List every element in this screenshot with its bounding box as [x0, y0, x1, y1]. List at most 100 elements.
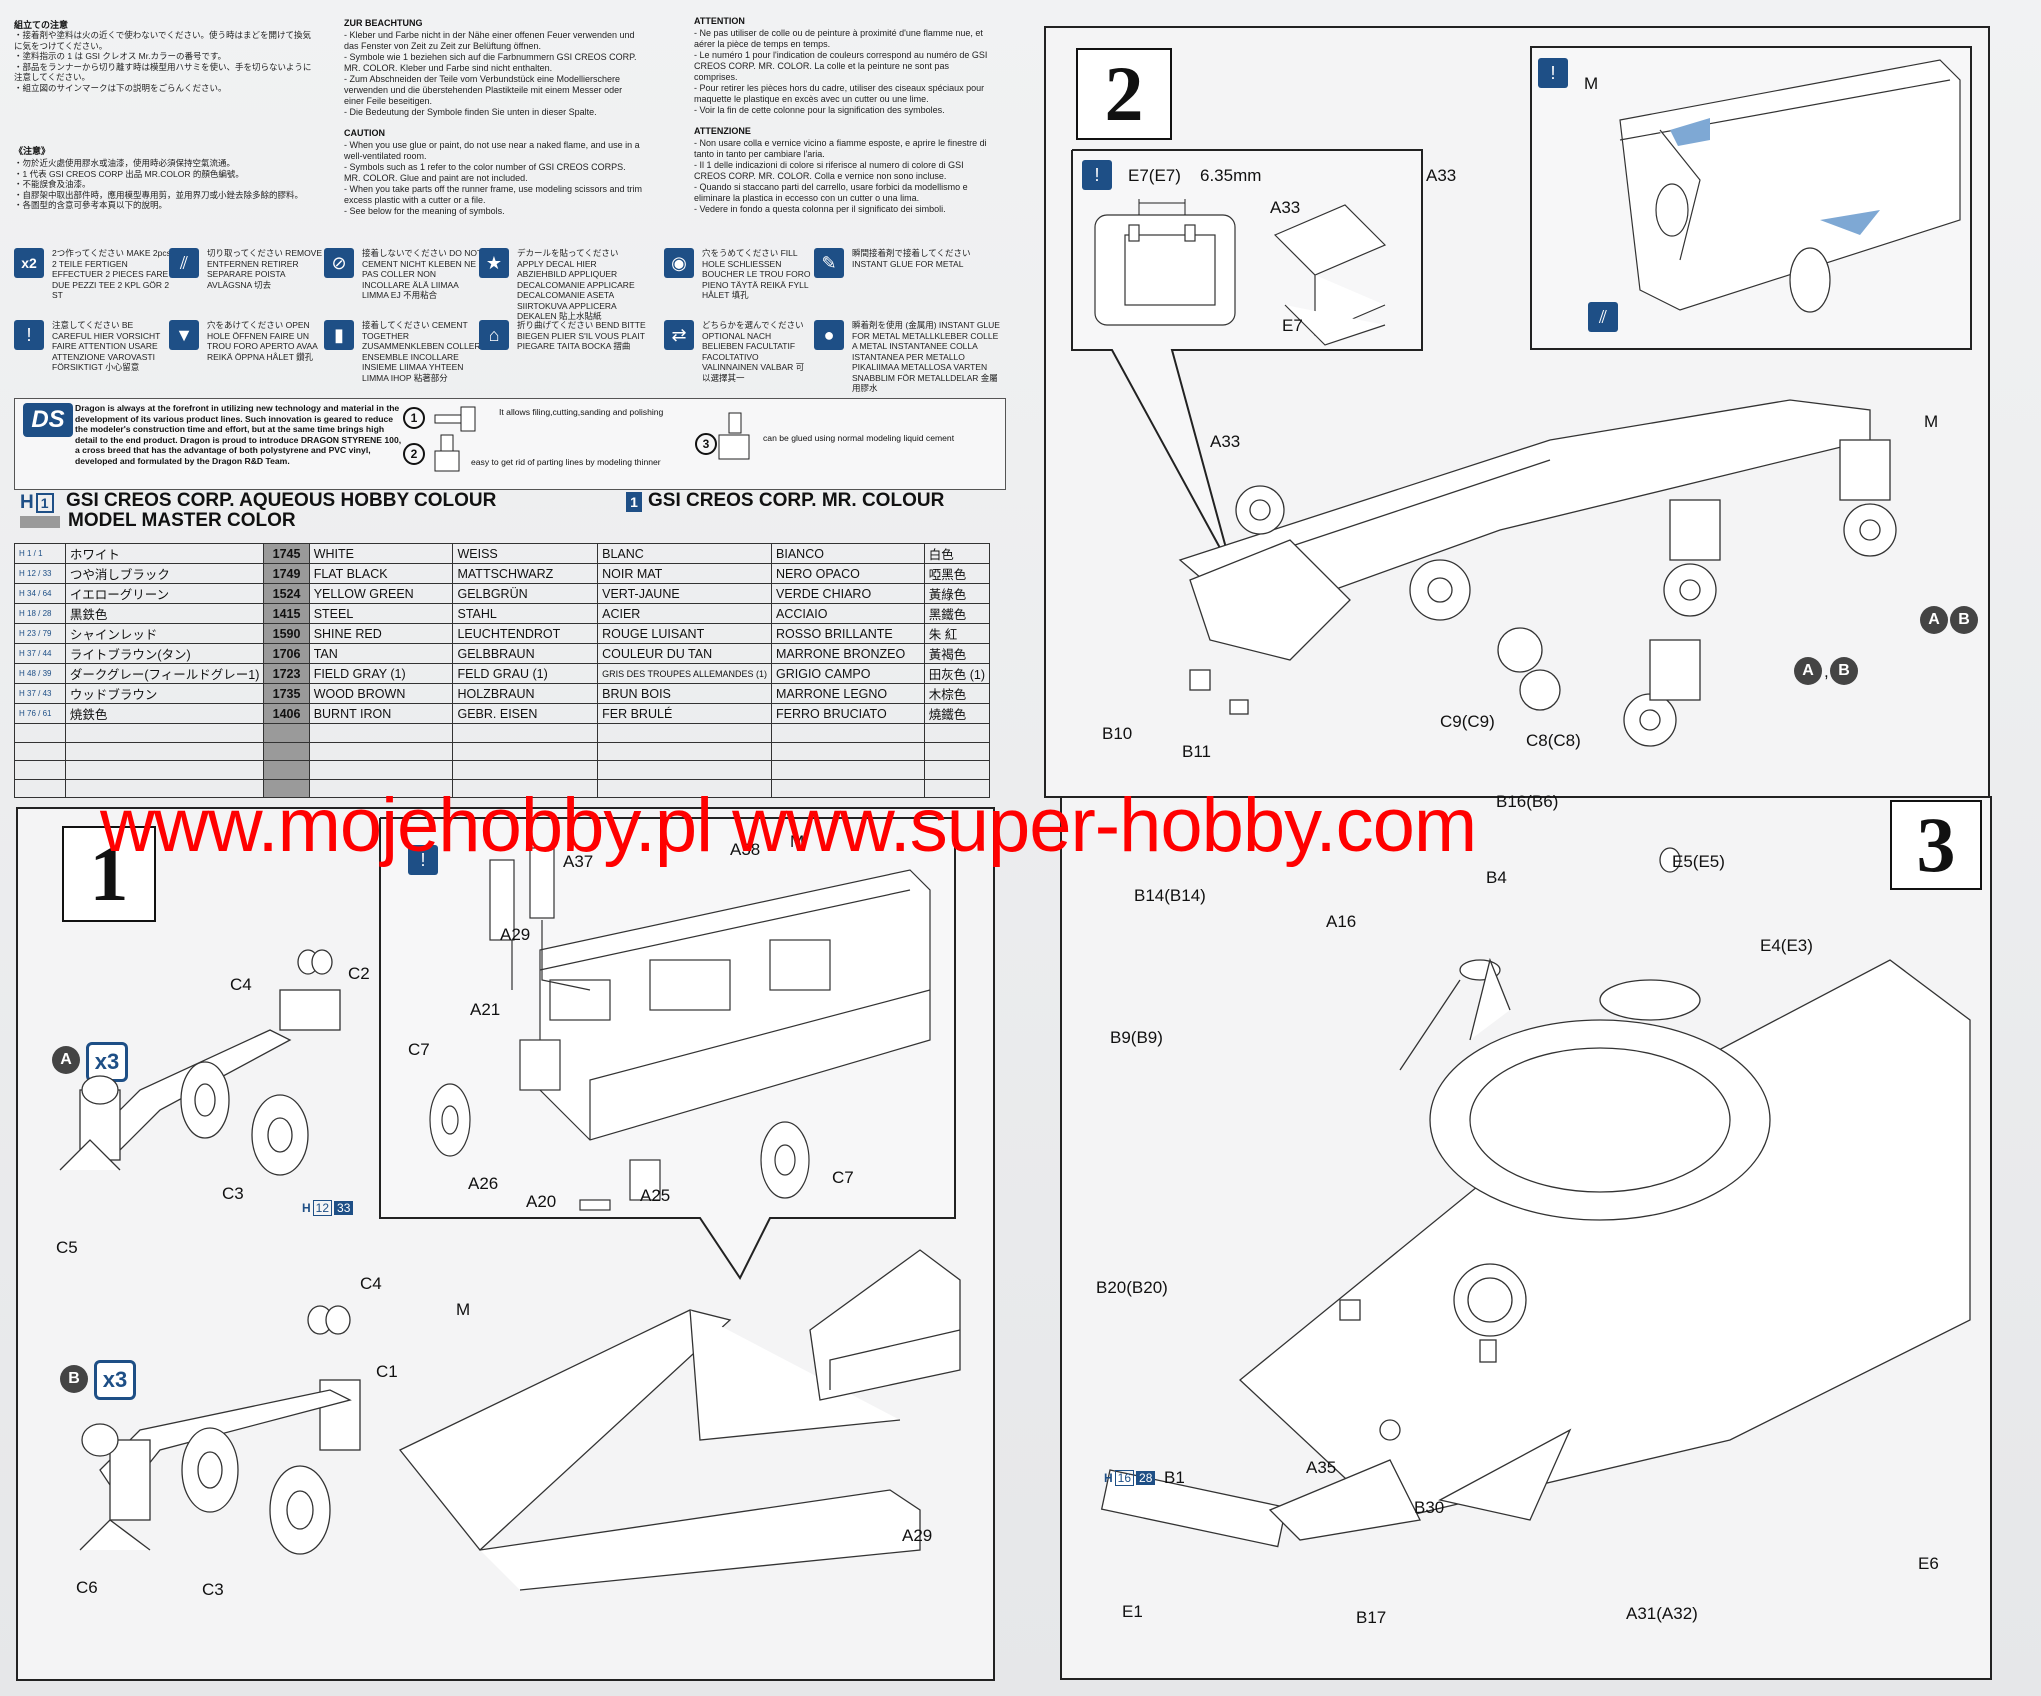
color-cell-fr: ACIER	[597, 603, 773, 624]
color-cell-fr: BLANC	[597, 543, 773, 564]
color-cell-en: WOOD BROWN	[308, 683, 454, 704]
label-a35: A35	[1306, 1458, 1337, 1477]
label-c7a: C7	[408, 1040, 430, 1059]
color-cell-it: FERRO BRUCIATO	[771, 703, 925, 724]
subassembly-b-count: x3	[94, 1360, 136, 1400]
ds-step2-num: 2	[403, 443, 425, 465]
step-1-number: 1	[62, 826, 156, 922]
color-cell-mm: 1723	[263, 663, 310, 684]
color-cell-mm	[263, 778, 310, 798]
color-cell-cn: 燒鐵色	[923, 703, 991, 724]
file-tool-illustration	[434, 406, 476, 432]
step-2-main-drawing	[1178, 399, 1897, 747]
label-e1: E1	[1122, 1602, 1143, 1621]
notes-it-line: - Non usare colla e vernice vicino a fia…	[694, 138, 987, 159]
notes-jp-title: 組立ての注意	[14, 20, 69, 30]
color-cell-fr: ROUGE LUISANT	[597, 623, 773, 644]
step-3-hull-drawing	[1100, 847, 1971, 1548]
drill-icon: ▼	[169, 320, 199, 350]
symbol-legend: x2 2つ作ってください MAKE 2pcs 2 TEILE FERTIGEN …	[14, 240, 1004, 393]
color-cell-mm	[263, 760, 310, 780]
careful-icon: !	[14, 320, 44, 350]
color-cell-mm	[263, 741, 310, 761]
color-cell-en	[308, 741, 454, 761]
notes-de-line: - Die Bedeutung der Symbole finden Sie u…	[344, 107, 597, 117]
color-cell-jp	[64, 760, 265, 780]
color-cell-jp: ウッドブラウン	[64, 683, 265, 704]
color-cell-gsi: H 37 / 44	[14, 643, 66, 664]
color-cell-gsi: H 76 / 61	[14, 703, 66, 724]
color-cell-de: GEBR. EISEN	[452, 703, 599, 724]
color-cell-gsi	[14, 741, 66, 761]
color-cell-jp: ライトブラウン(タン)	[64, 643, 265, 664]
label-a38: A38	[730, 840, 761, 859]
label-c4b: C4	[360, 1274, 382, 1293]
color-cell-fr: COULEUR DU TAN	[597, 643, 773, 664]
notes-en: - When you use glue or paint, do not use…	[344, 140, 644, 217]
label-c7b: C7	[832, 1168, 854, 1187]
label-a20: A20	[526, 1192, 557, 1211]
symbol-text: 折り曲げてください BEND BITTE BIEGEN PLIER S'IL V…	[517, 320, 646, 351]
label-b9b9: B9(B9)	[1110, 1028, 1163, 1047]
label-a33-detail-b: A33	[1270, 198, 1301, 217]
notes-it-line: - Quando si staccano parti del carrello,…	[694, 182, 968, 203]
color-cell-en: SHINE RED	[308, 623, 454, 644]
notes-it: - Non usare colla e vernice vicino a fia…	[694, 138, 994, 215]
variant-b-badge: B	[1830, 657, 1858, 685]
step-1-chassis-bottom-drawing	[398, 1249, 961, 1591]
variant-a-badge: A	[1794, 657, 1822, 685]
notes-en-line: - When you take parts off the runner fra…	[344, 184, 642, 205]
color-cell-gsi: H 1 / 1	[14, 543, 66, 564]
color-cell-gsi: H 34 / 64	[14, 583, 66, 604]
symbol-text: デカールを貼ってください APPLY DECAL HIER ABZIEHBILD…	[517, 248, 635, 321]
make-two-icon: x2	[14, 248, 44, 278]
notes-de: - Kleber und Farbe nicht in der Nähe ein…	[344, 30, 644, 118]
color-cell-de	[452, 741, 599, 761]
color-cell-cn	[923, 741, 991, 761]
label-b10: B10	[1102, 724, 1133, 743]
label-a21: A21	[470, 1000, 501, 1019]
notes-it-line: - Il 1 delle indicazioni di colore si ri…	[694, 160, 964, 181]
notes-en-line: - Symbols such as 1 refer to the color n…	[344, 162, 626, 183]
bend-icon: ⌂	[479, 320, 509, 350]
color-cell-en: YELLOW GREEN	[308, 583, 454, 604]
color-cell-it: ROSSO BRILLANTE	[771, 623, 925, 644]
color-table-row	[14, 760, 991, 780]
color-cell-it: BIANCO	[771, 543, 925, 564]
careful-icon: !	[1538, 58, 1568, 88]
color-cell-fr: NOIR MAT	[597, 563, 773, 584]
notes-cn: ・勿於近火處使用膠水或油漆，使用時必須保持空氣流通。 ・1 代表 GSI CRE…	[14, 158, 314, 211]
color-cell-it: MARRONE BRONZEO	[771, 643, 925, 664]
part-a33-detail-drawing	[1094, 199, 1387, 346]
color-table-row	[14, 723, 991, 743]
color-cell-gsi: H 37 / 43	[14, 683, 66, 704]
color-cell-mm: 1745	[263, 543, 310, 564]
notes-en-line: - When you use glue or paint, do not use…	[344, 140, 640, 161]
color-cell-mm	[263, 723, 310, 743]
label-a16: A16	[1326, 912, 1357, 931]
color-cell-jp	[64, 723, 265, 743]
thinner-bottle-illustration	[434, 434, 460, 472]
mr-colour-icon: 1	[626, 492, 642, 512]
color-cell-cn: 黃褐色	[923, 643, 991, 664]
label-c9c9: C9(C9)	[1440, 712, 1495, 731]
label-b11: B11	[1182, 742, 1211, 761]
ds-step1-num: 1	[403, 407, 425, 429]
label-e6: E6	[1918, 1554, 1939, 1573]
color-cell-de: GELBBRAUN	[452, 643, 599, 664]
color-cell-gsi: H 48 / 39	[14, 663, 66, 684]
label-a33-detail: A33	[1426, 166, 1457, 185]
color-cell-en: WHITE	[308, 543, 454, 564]
color-cell-fr: FER BRULÉ	[597, 703, 773, 724]
fill-hole-icon: ◉	[664, 248, 694, 278]
color-cell-gsi	[14, 778, 66, 798]
notes-fr: - Ne pas utiliser de colle ou de peintur…	[694, 28, 994, 116]
label-e4e3: E4(E3)	[1760, 936, 1813, 955]
label-c3b: C3	[202, 1580, 224, 1599]
color-cell-mm: 1706	[263, 643, 310, 664]
